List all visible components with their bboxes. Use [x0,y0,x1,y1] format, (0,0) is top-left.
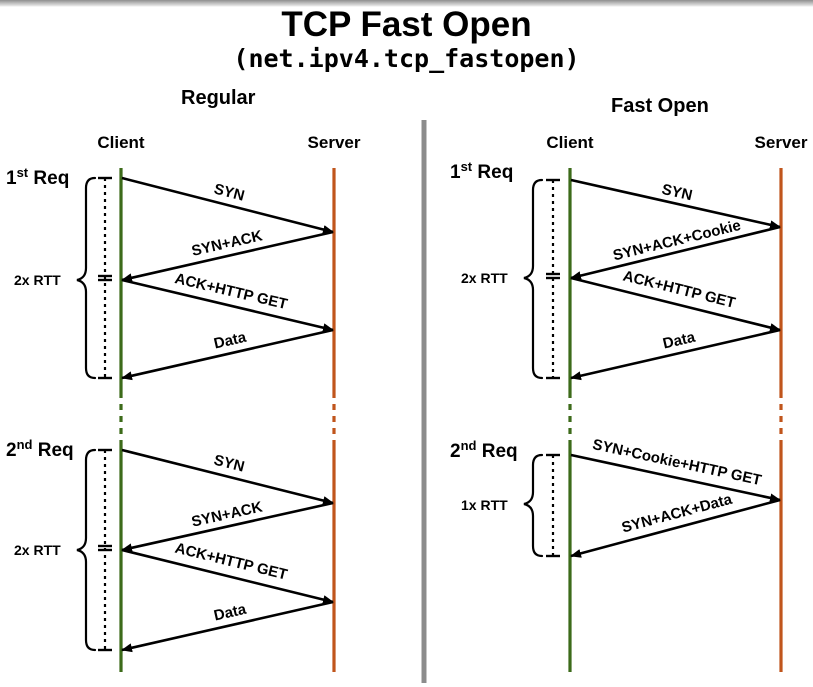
left-second-rtt-brace [76,448,97,652]
right-second-msg-syncookiehttpget: SYN+Cookie+HTTP GET [591,436,763,489]
left-first-rtt-label: 2x RTT [14,272,61,288]
right-second-msg-synackdata: SYN+ACK+Data [620,491,735,537]
left-first-arrow-synack [121,230,334,283]
right-server-label: Server [755,133,808,152]
left-second-rtt-label: 2x RTT [14,542,61,558]
left-second-arrow-synack [121,501,334,553]
right-first-msg-syn: SYN [660,181,694,204]
right-second-req-label: 2nd Req [450,438,518,462]
left-second-arrow-data [121,600,334,653]
left-second-msg-syn: SYN [212,452,246,476]
left-first-arrow-data [121,328,334,381]
window-top-gradient-bar [0,0,813,7]
panel-heading-fastopen: Fast Open [611,95,709,117]
right-first-rtt-label: 2x RTT [461,270,508,286]
right-first-arrow-syn [570,178,781,230]
right-first-req-label: 1st Req [450,159,513,183]
left-second-arrow-ackhttpget [121,548,334,604]
panel-heading-regular: Regular [181,87,256,109]
left-second-arrow-syn [121,448,334,505]
right-first-arrow-ackhttpget [570,276,781,332]
left-first-msg-data: Data [212,329,248,353]
right-second-arrow-syncookiehttpget [570,453,781,503]
left-second-req-label: 2nd Req [6,437,74,461]
right-first-arrow-synackcookie [570,225,781,281]
left-server-label: Server [308,133,361,152]
page-title: TCP Fast Open [281,5,532,44]
right-second-rtt-label: 1x RTT [461,497,508,513]
left-first-arrow-syn [121,176,334,234]
right-second-arrow-synackdata [570,498,781,558]
left-client-label: Client [97,133,145,152]
left-first-req-label: 1st Req [6,165,69,189]
page-subtitle-sysctl: (net.ipv4.tcp_fastopen) [233,44,580,73]
right-first-arrow-data [570,328,781,381]
right-second-rtt-brace [523,453,544,558]
left-first-arrow-ackhttpget [121,278,334,333]
left-first-rtt-brace [76,176,97,380]
right-client-label: Client [546,133,594,152]
left-second-msg-data: Data [212,601,248,625]
right-first-rtt-brace [523,178,544,380]
